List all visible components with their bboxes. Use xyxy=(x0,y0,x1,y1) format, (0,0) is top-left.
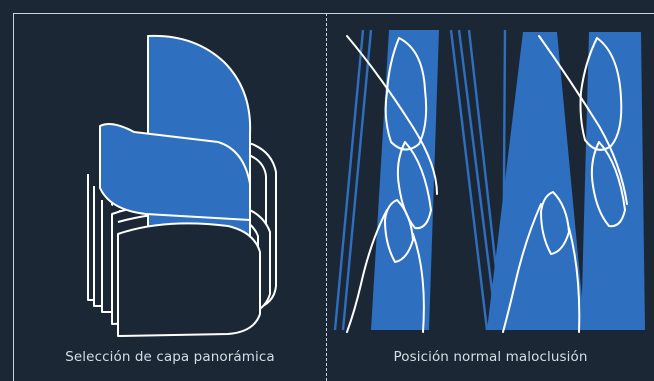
panoramic-layer-stack-icon xyxy=(87,34,277,337)
panel-divider xyxy=(326,13,327,381)
frame-border xyxy=(13,13,654,381)
caption-panoramic-layer: Selección de capa panorámica xyxy=(65,349,275,365)
panoramic-layer-panel xyxy=(14,14,326,344)
tooth-alignment-illustration xyxy=(333,29,645,333)
tooth-alignment-panel xyxy=(327,14,654,344)
caption-normal-position: Posición normal maloclusión xyxy=(393,349,588,365)
